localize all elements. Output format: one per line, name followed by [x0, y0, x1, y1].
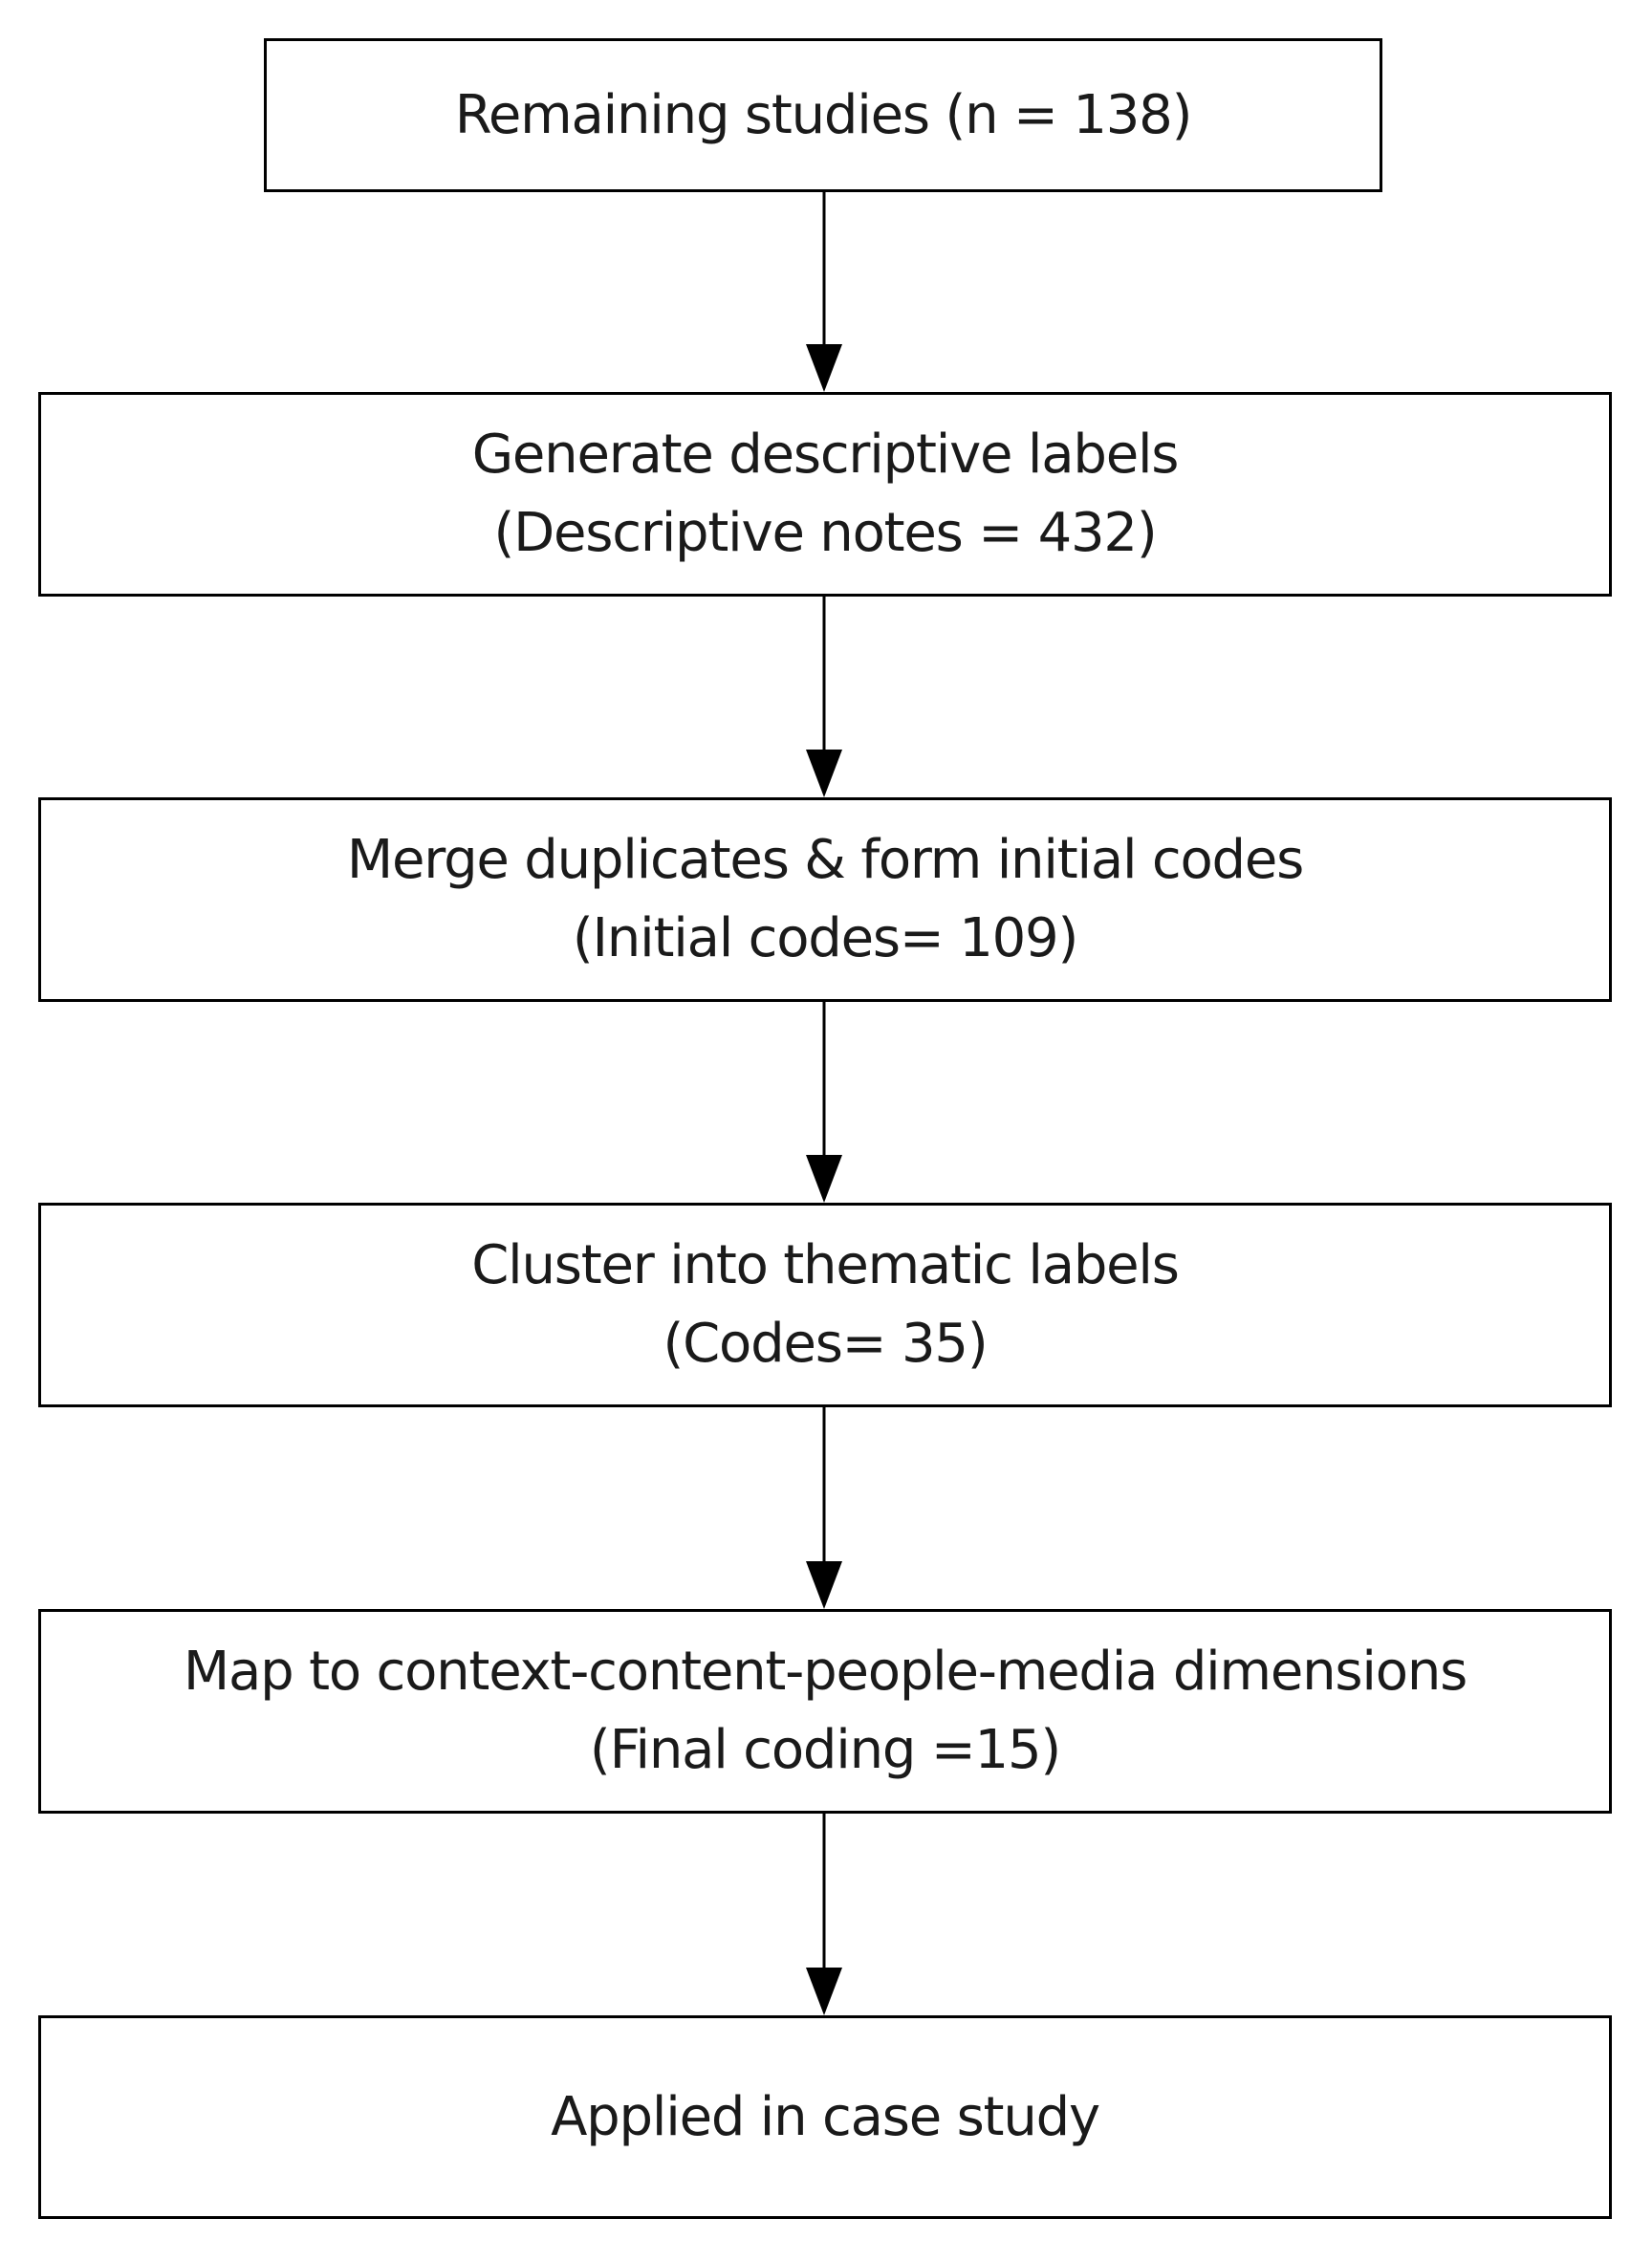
arrow-2-to-3	[806, 597, 842, 797]
arrow-1-to-2	[806, 192, 842, 392]
arrow-4-to-5	[806, 1407, 842, 1609]
step-applied-case-study-title: Applied in case study	[551, 2085, 1100, 2148]
step-merge-duplicates-detail: (Initial codes= 109)	[572, 907, 1078, 969]
step-generate-descriptive-labels-detail: (Descriptive notes = 432)	[493, 502, 1157, 564]
step-cluster-thematic-labels-title: Cluster into thematic labels	[471, 1234, 1180, 1296]
step-applied-case-study: Applied in case study	[38, 2015, 1612, 2219]
step-map-dimensions-detail: (Final coding =15)	[589, 1719, 1061, 1781]
step-cluster-thematic-labels: Cluster into thematic labels (Codes= 35)	[38, 1203, 1612, 1407]
step-generate-descriptive-labels: Generate descriptive labels (Descriptive…	[38, 392, 1612, 597]
arrow-5-to-6	[806, 1814, 842, 2015]
step-remaining-studies-title: Remaining studies (n = 138)	[454, 83, 1193, 146]
step-cluster-thematic-labels-detail: (Codes= 35)	[663, 1313, 988, 1375]
step-map-dimensions: Map to context-content-people-media dime…	[38, 1609, 1612, 1814]
arrow-3-to-4	[806, 1002, 842, 1203]
step-merge-duplicates: Merge duplicates & form initial codes (I…	[38, 797, 1612, 1002]
step-merge-duplicates-title: Merge duplicates & form initial codes	[346, 829, 1304, 891]
step-map-dimensions-title: Map to context-content-people-media dime…	[183, 1641, 1467, 1703]
step-generate-descriptive-labels-title: Generate descriptive labels	[471, 424, 1180, 486]
step-remaining-studies: Remaining studies (n = 138)	[264, 38, 1382, 192]
